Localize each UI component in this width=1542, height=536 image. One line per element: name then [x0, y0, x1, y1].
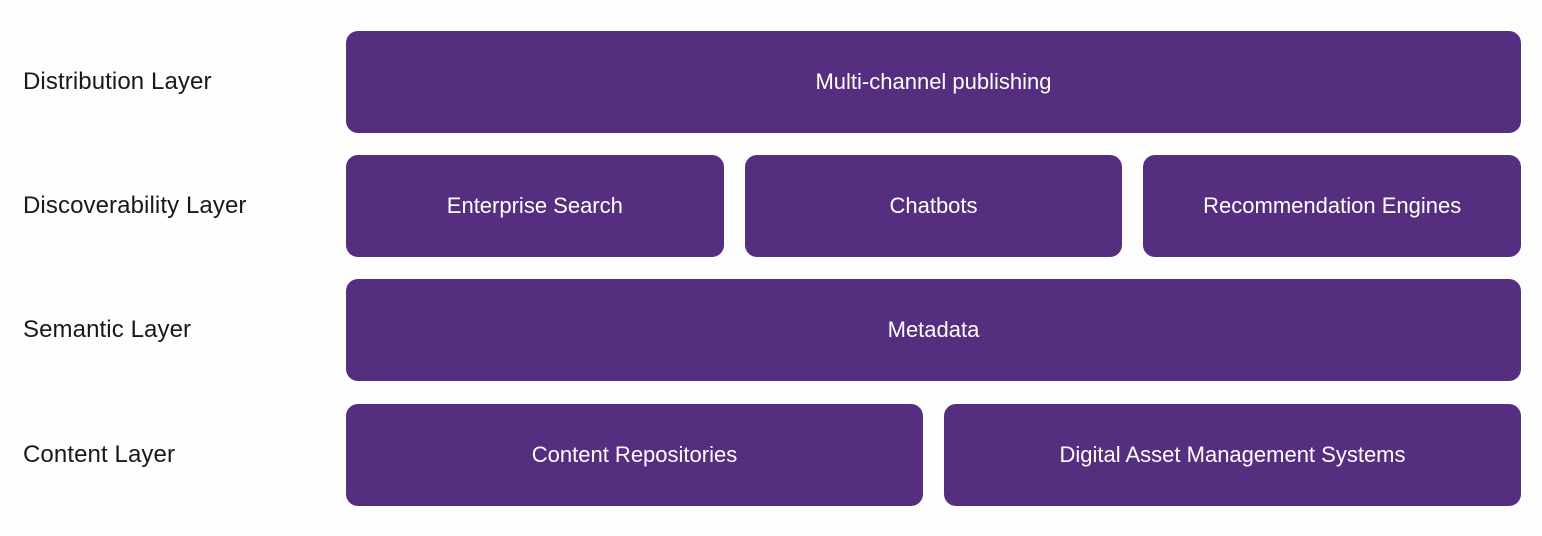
node-label: Digital Asset Management Systems	[1059, 441, 1406, 467]
layer-nodes-content: Content Repositories Digital Asset Manag…	[346, 404, 1521, 506]
node-label: Metadata	[887, 316, 980, 342]
node-multi-channel-publishing[interactable]: Multi-channel publishing	[346, 31, 1521, 133]
layer-nodes-distribution: Multi-channel publishing	[346, 31, 1521, 133]
node-digital-asset-management-systems[interactable]: Digital Asset Management Systems	[944, 404, 1521, 506]
node-label: Chatbots	[889, 192, 978, 218]
layer-label-semantic: Semantic Layer	[23, 315, 192, 343]
layer-row-semantic: Semantic Layer Metadata	[0, 279, 1542, 381]
node-label: Content Repositories	[531, 441, 738, 467]
layer-label-content: Content Layer	[23, 440, 176, 468]
layer-label-distribution: Distribution Layer	[23, 67, 212, 95]
layer-row-discoverability: Discoverability Layer Enterprise Search …	[0, 155, 1542, 257]
node-enterprise-search[interactable]: Enterprise Search	[346, 155, 724, 257]
node-chatbots[interactable]: Chatbots	[744, 155, 1123, 257]
layer-label-discoverability: Discoverability Layer	[23, 191, 247, 219]
layer-row-distribution: Distribution Layer Multi-channel publish…	[0, 31, 1542, 133]
layer-nodes-semantic: Metadata	[346, 279, 1521, 381]
node-label: Recommendation Engines	[1203, 192, 1462, 218]
layer-nodes-discoverability: Enterprise Search Chatbots Recommendatio…	[346, 155, 1522, 257]
node-content-repositories[interactable]: Content Repositories	[346, 404, 923, 506]
node-metadata[interactable]: Metadata	[346, 279, 1521, 381]
node-label: Multi-channel publishing	[815, 68, 1052, 94]
node-recommendation-engines[interactable]: Recommendation Engines	[1143, 155, 1522, 257]
node-label: Enterprise Search	[446, 192, 623, 218]
layer-row-content: Content Layer Content Repositories Digit…	[0, 404, 1542, 506]
